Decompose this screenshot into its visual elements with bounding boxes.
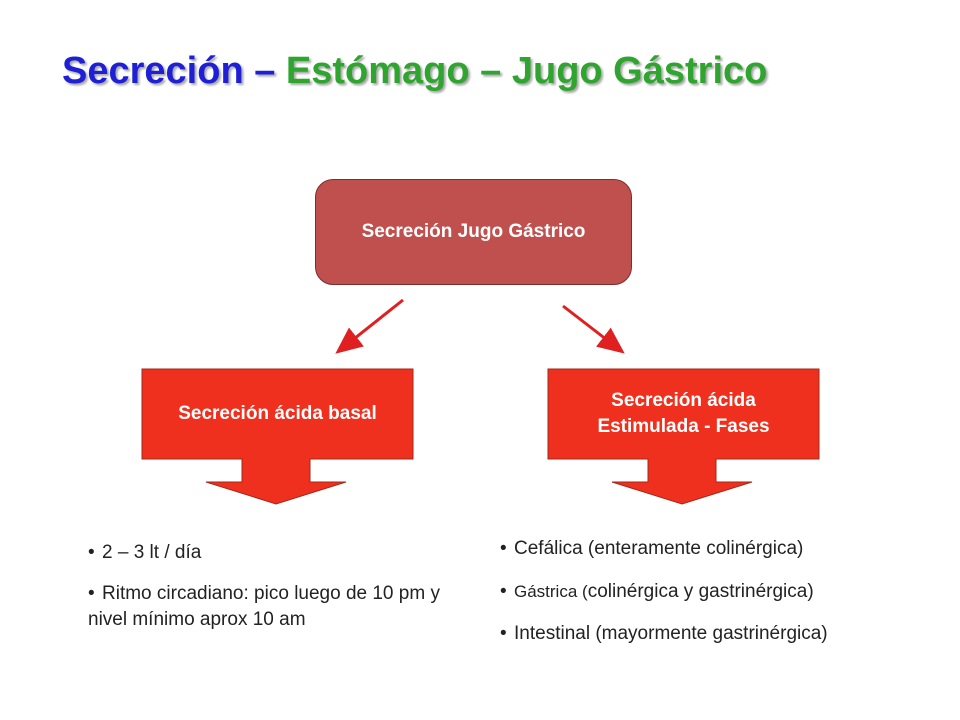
stimulated-phases-list: Cefálica (enteramente colinérgica) Gástr… <box>500 536 940 664</box>
list-item-volume: 2 – 3 lt / día <box>88 540 468 567</box>
gastrica-body: colinérgica y gastrinérgica <box>587 580 808 602</box>
list-item-gastrica: Gástrica (colinérgica y gastrinérgica) <box>500 579 940 606</box>
list-item-circadian: Ritmo circadiano: pico luego de 10 pm y … <box>88 581 468 634</box>
basal-secretion-list: 2 – 3 lt / día Ritmo circadiano: pico lu… <box>88 540 468 648</box>
right-callout-line1: Secreción ácida <box>611 390 756 412</box>
callout-arrow-left <box>141 368 414 505</box>
left-callout-text: Secreción ácida basal <box>178 403 377 425</box>
title-part-estomago: Estómago – Jugo Gástrico <box>285 50 768 92</box>
list-item-intestinal: Intestinal (mayormente gastrinérgica) <box>500 621 940 648</box>
top-node-label: Secreción Jugo Gástrico <box>361 221 586 242</box>
callout-arrow-right <box>547 368 820 505</box>
connector-arrow-right <box>562 304 625 354</box>
gastrica-suffix: ) <box>807 580 814 602</box>
title-part-secrecion: Secreción – <box>62 50 286 92</box>
gastrica-prefix: Gástrica ( <box>514 581 588 601</box>
right-callout-label: Secreción ácida Estimulada - Fases <box>548 369 819 459</box>
right-callout-line2: Estimulada - Fases <box>597 416 770 437</box>
left-callout-label: Secreción ácida basal <box>142 369 413 459</box>
list-item-cefalica: Cefálica (enteramente colinérgica) <box>500 536 940 563</box>
connector-arrow-left <box>335 298 404 354</box>
slide-title: Secreción – Estómago – Jugo Gástrico <box>62 50 767 93</box>
top-node-secrecion-jugo-gastrico: Secreción Jugo Gástrico <box>315 179 632 285</box>
